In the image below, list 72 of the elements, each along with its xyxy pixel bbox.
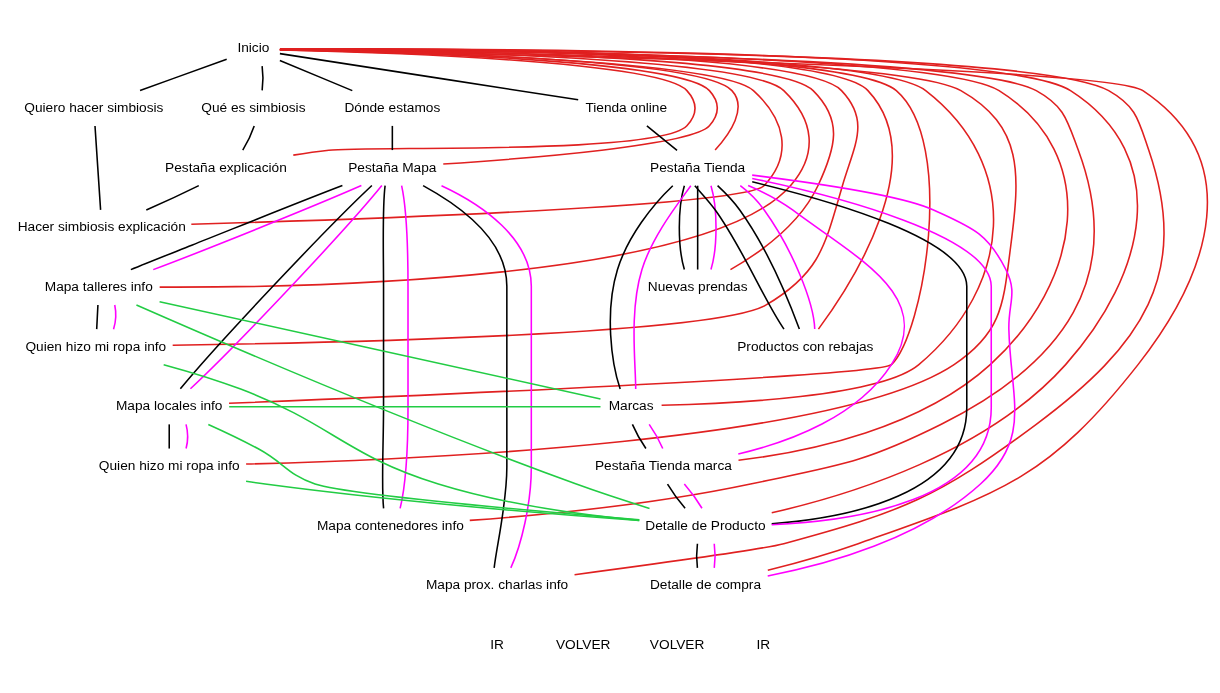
node-text: Mapa prox. charlas info (425, 576, 569, 592)
connector (158, 300, 602, 400)
legend-label: VOLVER (555, 636, 611, 652)
connector (152, 184, 363, 270)
node-text: Qué es simbiosis (201, 99, 306, 115)
connector (646, 124, 678, 151)
connector (139, 57, 228, 91)
connector (207, 423, 641, 521)
connector (422, 184, 508, 569)
connector (609, 184, 674, 390)
connector (440, 184, 533, 569)
connector (737, 184, 905, 455)
node-text: Pestaña Tienda marca (594, 457, 732, 473)
connector (145, 184, 200, 211)
node-text: Pestaña Tienda (650, 159, 746, 175)
connector (94, 124, 102, 211)
node-text: Marcas (608, 397, 654, 413)
connector (130, 184, 344, 270)
connector (279, 48, 835, 270)
node-text: Detalle de compra (649, 576, 762, 592)
connector (633, 184, 692, 390)
connector (666, 482, 686, 509)
connector (631, 423, 647, 449)
connector (648, 423, 664, 449)
node-text: Productos con rebajas (737, 338, 874, 354)
node-text: Mapa contenedores info (316, 517, 464, 533)
connector (158, 48, 810, 288)
connector (162, 363, 640, 521)
connector (190, 48, 783, 225)
connector (399, 184, 409, 509)
node-text: Nuevas prendas (647, 278, 748, 294)
connector (112, 303, 117, 330)
connector (185, 423, 189, 449)
node-text: Pestaña explicación (165, 159, 287, 175)
connector (168, 423, 170, 449)
legend-label: IR (490, 636, 504, 652)
connector (95, 303, 99, 330)
connector (678, 184, 686, 270)
connector (279, 59, 354, 91)
connector (279, 47, 893, 330)
legend-label: IR (756, 636, 771, 652)
connector (696, 184, 699, 270)
connector (381, 184, 386, 509)
connector (683, 482, 703, 509)
connector (713, 542, 716, 569)
connector (228, 48, 931, 404)
connector (391, 124, 394, 151)
node-text: Dónde estamos (344, 99, 441, 115)
connector (241, 124, 255, 151)
node-text: Quien hizo mi ropa info (98, 457, 240, 473)
connector (695, 542, 699, 569)
legend-label: VOLVER (649, 636, 705, 652)
node-text: Tienda online (585, 99, 668, 115)
node-text: Inicio (237, 39, 270, 55)
connector (739, 184, 816, 330)
connector (716, 184, 801, 330)
connector (245, 479, 641, 521)
connector (751, 173, 1016, 577)
connector (135, 303, 651, 509)
node-text: Mapa talleres info (44, 278, 153, 294)
node-text: Pestaña Mapa (348, 159, 437, 175)
node-text: Hacer simbiosis explicación (17, 218, 186, 234)
connector (228, 405, 602, 407)
connector (279, 48, 995, 406)
node-text: Detalle de Producto (645, 517, 766, 533)
node-text: Mapa locales info (115, 397, 223, 413)
connector (261, 64, 264, 91)
node-text: Quiero hacer simbiosis (24, 99, 164, 115)
node-text: Quien hizo mi ropa info (25, 338, 167, 354)
connector (710, 184, 717, 270)
connector (694, 184, 785, 330)
connector (279, 52, 579, 101)
